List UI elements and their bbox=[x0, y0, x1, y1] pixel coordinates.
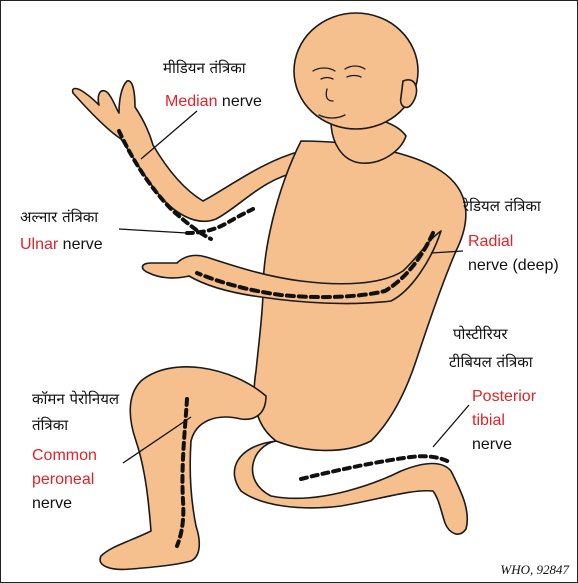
ear bbox=[401, 80, 417, 108]
ulnar-hindi-label: अल्नार तंत्रिका bbox=[20, 208, 98, 227]
posterior-tibial-line3: nerve bbox=[472, 435, 512, 454]
ulnar-pointer bbox=[119, 229, 187, 233]
ulnar-term: Ulnar bbox=[20, 236, 58, 253]
posterior-term: Posterior bbox=[472, 387, 536, 406]
posterior-tibial-hindi-line2: टीबियल तंत्रिका bbox=[449, 353, 533, 372]
peroneal-term: peroneal bbox=[32, 470, 94, 489]
common-peroneal-line3: nerve bbox=[32, 494, 72, 513]
median-nerve-label: Median nerve bbox=[165, 92, 262, 111]
common-peroneal-hindi-line2: तंत्रिका bbox=[32, 416, 68, 435]
common-peroneal-hindi-line1: कॉमन पेरोनियल bbox=[32, 390, 119, 409]
common-term: Common bbox=[32, 446, 97, 465]
posterior-tibial-hindi-line1: पोस्टीरियर bbox=[453, 325, 508, 344]
posterior-tibial-pointer bbox=[433, 405, 469, 447]
radial-term: Radial bbox=[468, 232, 513, 251]
radial-line2: nerve (deep) bbox=[468, 256, 559, 275]
ulnar-nerve-label: Ulnar nerve bbox=[20, 235, 103, 254]
who-credit: WHO, 92847 bbox=[500, 562, 569, 578]
tibial-term: tibial bbox=[472, 411, 505, 430]
radial-hindi-label: रेडियल तंत्रिका bbox=[463, 197, 541, 216]
median-suffix: nerve bbox=[217, 93, 261, 110]
ulnar-suffix: nerve bbox=[58, 236, 102, 253]
median-hindi-label: मीडियन तंत्रिका bbox=[163, 59, 246, 78]
median-term: Median bbox=[165, 93, 217, 110]
